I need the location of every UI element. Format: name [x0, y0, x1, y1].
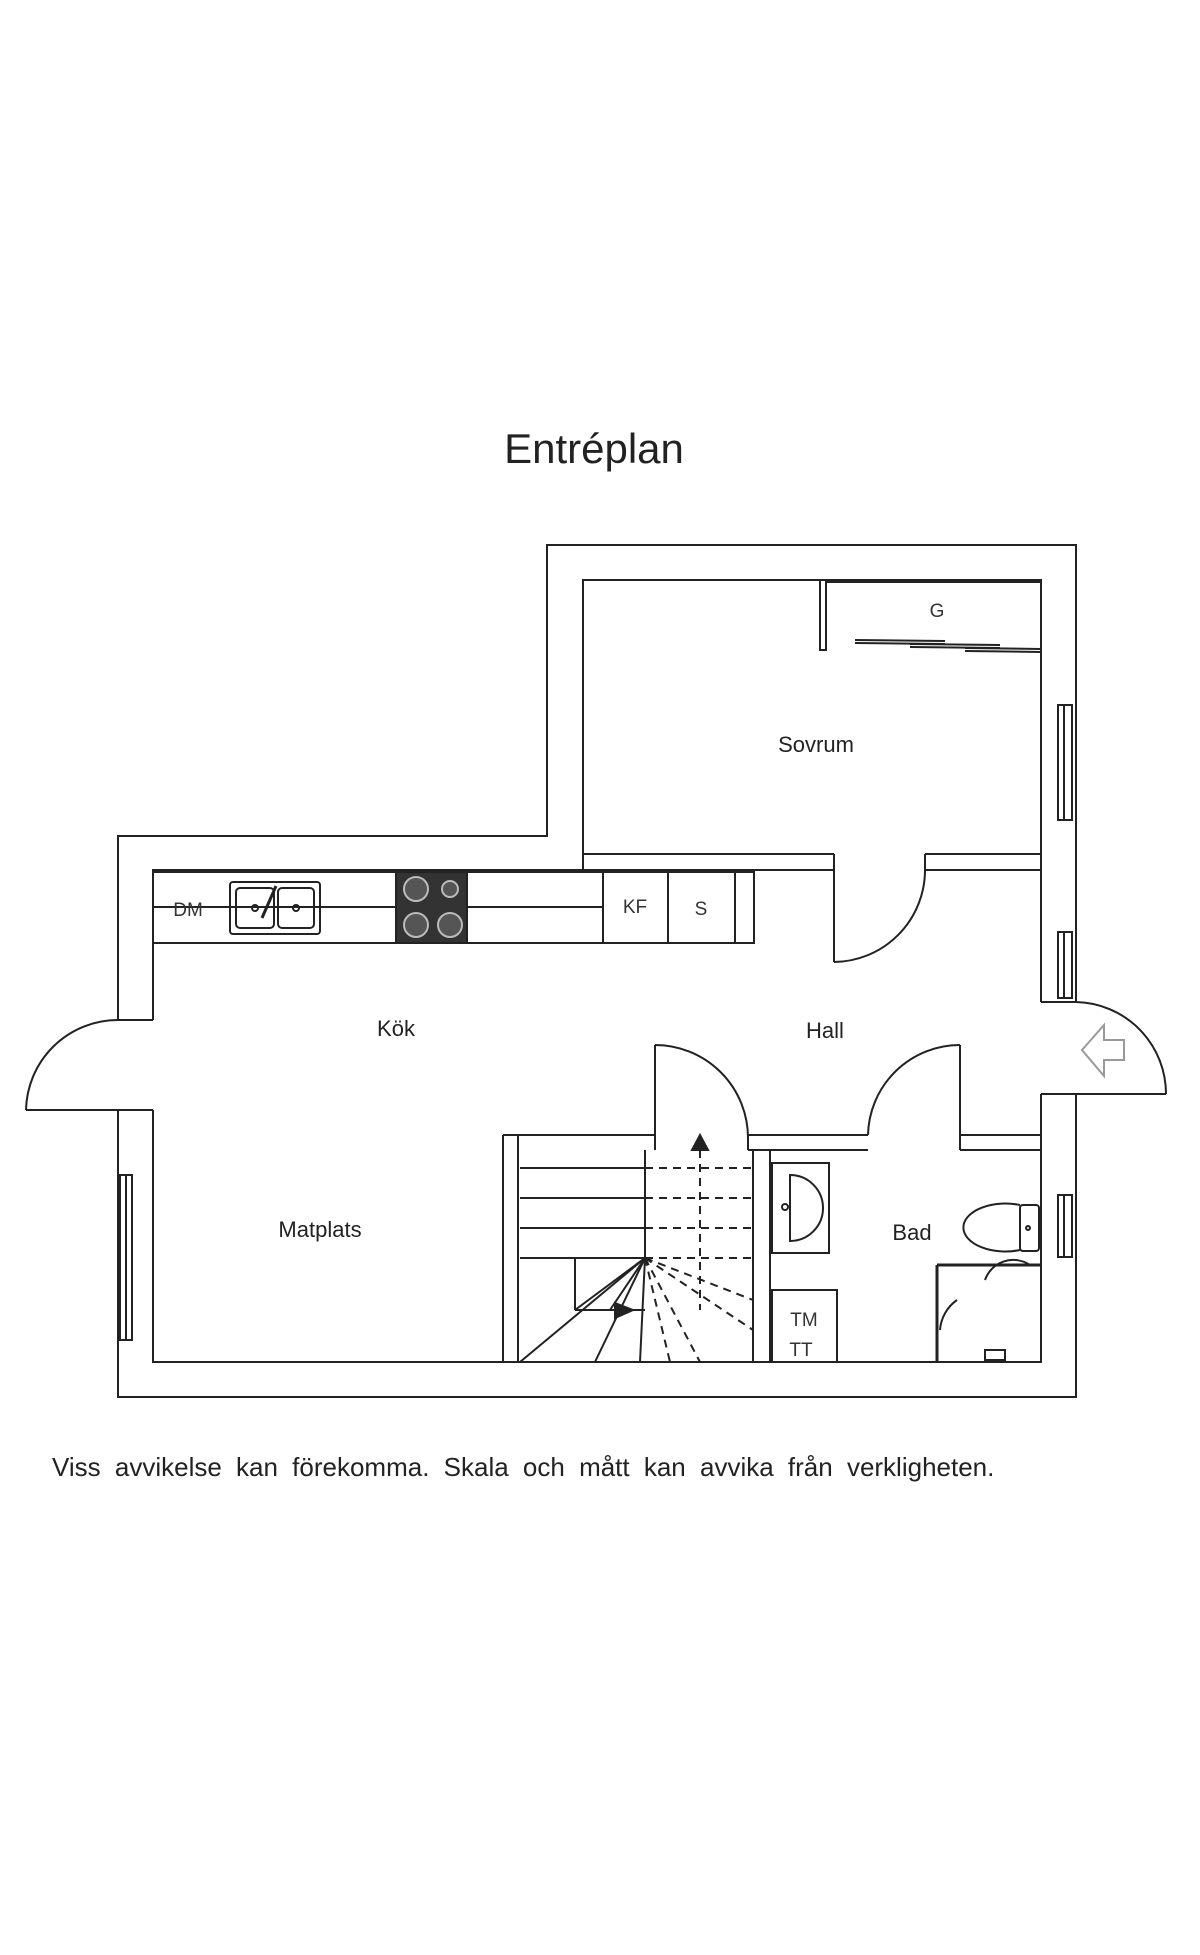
- kitchen-door: [25, 1019, 156, 1111]
- sink-icon: [229, 881, 321, 935]
- disclaimer-note: Viss avvikelse kan förekomma. Skala och …: [52, 1452, 995, 1482]
- dryer-label: TT: [789, 1340, 813, 1361]
- cabinet-label: S: [695, 899, 708, 920]
- stair-arrow-icon: [690, 1132, 710, 1151]
- room-label-sovrum: Sovrum: [778, 732, 854, 757]
- washer-label: TM: [790, 1310, 817, 1331]
- stair-direction-arrow: [614, 1301, 636, 1320]
- bedroom-wall: [582, 853, 1041, 962]
- dishwasher-label: DM: [173, 900, 203, 921]
- bathroom-door: [867, 1044, 961, 1136]
- outer-wall-outer: [117, 544, 1077, 1398]
- staircase: [519, 1150, 754, 1363]
- washbasin-icon: [789, 1173, 824, 1243]
- main-entrance-door: [1038, 1001, 1167, 1095]
- room-label-hall: Hall: [806, 1018, 844, 1043]
- room-label-bad: Bad: [892, 1220, 931, 1245]
- room-label-kok: Kök: [377, 1016, 416, 1041]
- west-window: [119, 1174, 133, 1341]
- fridge-freezer-label: KF: [623, 897, 647, 918]
- bathroom-fixtures: TM TT: [771, 1162, 1041, 1363]
- entrance-arrow-icon: [1080, 1022, 1125, 1079]
- room-label-matplats: Matplats: [278, 1217, 361, 1242]
- stair-walls: [502, 1134, 1041, 1362]
- bedroom-door: [833, 869, 926, 963]
- east-windows: [1057, 704, 1073, 1258]
- plan-title: Entréplan: [504, 425, 684, 472]
- stair-door: [654, 1044, 749, 1150]
- stove-icon: [395, 871, 468, 944]
- wardrobe-label: G: [930, 601, 945, 622]
- toilet-icon: [962, 1202, 1040, 1253]
- wardrobe: G: [819, 580, 1042, 653]
- shower: [935, 1258, 1041, 1362]
